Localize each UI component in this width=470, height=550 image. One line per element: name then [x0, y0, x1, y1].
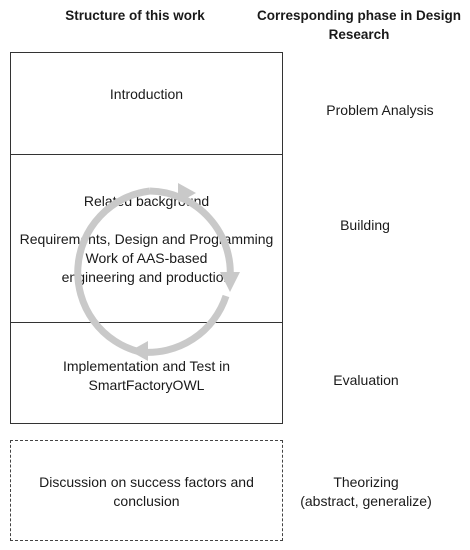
phase-evaluation: Evaluation [333, 372, 399, 388]
engineering-production-label: engineering and production [61, 269, 232, 285]
discussion-box: Discussion on success factors and conclu… [10, 440, 283, 541]
phase-building: Building [340, 217, 390, 233]
requirements-label: Requirements, Design and Programming [19, 231, 274, 247]
related-background-label: Related background [83, 193, 210, 209]
discussion-label-line2: conclusion [113, 493, 180, 509]
structure-header: Structure of this work [65, 8, 205, 23]
phase-problem-analysis: Problem Analysis [326, 102, 434, 118]
phase-header-line1: Corresponding phase in Design [256, 8, 462, 23]
building-box: Related background Requirements, Design … [10, 154, 283, 323]
implementation-label-line2: SmartFactoryOWL [88, 377, 205, 393]
phase-theorizing-line1: Theorizing [333, 474, 399, 490]
introduction-box: Introduction [10, 52, 283, 155]
design-work-label: Work of AAS-based [85, 250, 208, 266]
phase-theorizing-line2: (abstract, generalize) [300, 493, 432, 509]
phase-header-line2: Research [328, 27, 390, 42]
discussion-label-line1: Discussion on success factors and [39, 474, 254, 490]
implementation-label-line1: Implementation and Test in [62, 358, 231, 374]
introduction-label: Introduction [109, 86, 184, 102]
implementation-box: Implementation and Test in SmartFactoryO… [10, 322, 283, 424]
